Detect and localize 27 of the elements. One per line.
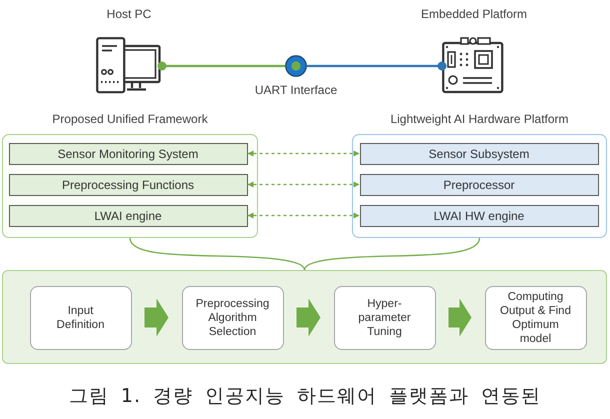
block-arrow [296,298,320,336]
module-box: LWAI HW engine [360,204,598,226]
module-box: Preprocessing Functions [8,174,248,196]
brace-line [304,238,480,270]
module-box: Sensor Subsystem [360,142,598,164]
module-box: Sensor Monitoring System [8,142,248,164]
step-box: Preprocessing Algorithm Selection [182,286,284,350]
group-heading: Proposed Unified Framework [52,112,208,126]
brace-line [129,238,306,270]
block-arrow [448,298,472,336]
dashed-arrow [248,212,360,218]
module-box: Preprocessor [360,174,598,196]
dashed-arrow [248,182,360,188]
device-heading: Host PC [106,7,152,21]
dashed-arrow [248,150,360,156]
connector-line [307,62,446,70]
step-box: Input Definition [30,286,132,350]
group-heading: Lightweight AI Hardware Platform [390,112,569,126]
interface-label: UART Interface [254,83,338,97]
device-heading: Embedded Platform [420,7,528,21]
connector-line [158,62,285,70]
process-panel [2,270,607,364]
step-box: Computing Output & Find Optimum model [484,286,586,350]
block-arrow [144,298,168,336]
step-box: Hyper- parameter Tuning [334,286,436,350]
figure-caption: 그림 1. 경량 인공지능 하드웨어 플랫폼과 연동된 [68,384,542,409]
module-box: LWAI engine [8,204,248,226]
